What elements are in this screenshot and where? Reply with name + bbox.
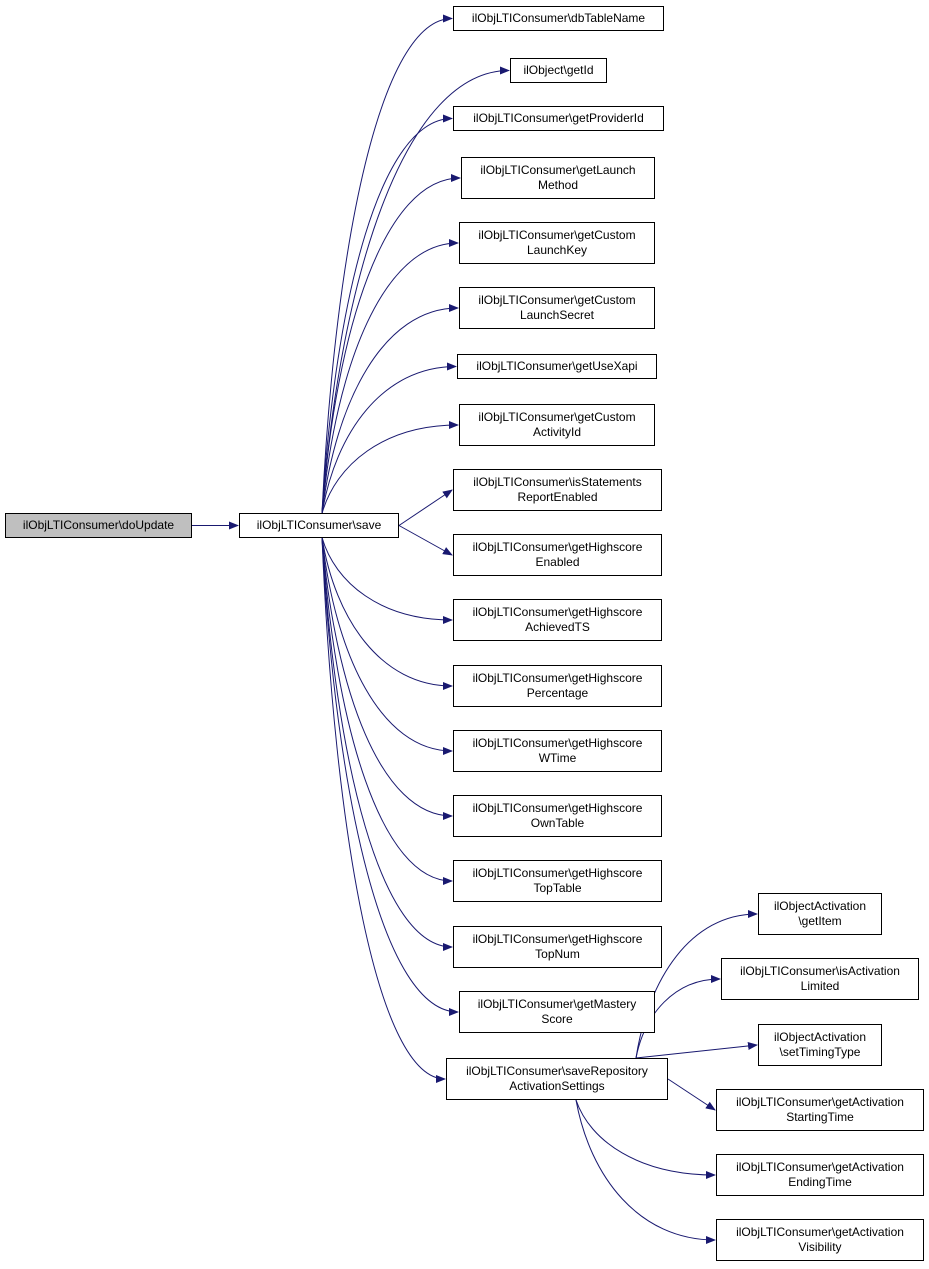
edge-save-to-saveRepositoryActivationSettings (321, 537, 446, 1083)
node-label: ilObjectActivation \getItem (773, 899, 867, 928)
node-label: ilObjLTIConsumer\getHighscore AchievedTS (472, 605, 643, 634)
node-label: ilObjLTIConsumer\isActivation Limited (740, 964, 900, 993)
node-label: ilObjLTIConsumer\getHighscore OwnTable (472, 801, 643, 830)
node-label: ilObjLTIConsumer\saveRepository Activati… (466, 1064, 648, 1093)
node-getActivationStartingTime[interactable]: ilObjLTIConsumer\getActivation StartingT… (716, 1089, 924, 1131)
node-label: ilObjectActivation \setTimingType (773, 1030, 867, 1059)
node-save[interactable]: ilObjLTIConsumer\save (239, 513, 399, 538)
edge-saveRepositoryActivationSettings-to-setTimingType (635, 1041, 758, 1059)
edge-save-to-getHighscoreTopNum (321, 537, 453, 951)
node-getHighscoreWTime[interactable]: ilObjLTIConsumer\getHighscore WTime (453, 730, 662, 772)
node-label: ilObjLTIConsumer\getHighscore Enabled (472, 540, 643, 569)
node-getActivationEndingTime[interactable]: ilObjLTIConsumer\getActivation EndingTim… (716, 1154, 924, 1196)
node-doUpdate: ilObjLTIConsumer\doUpdate (5, 513, 192, 538)
node-label: ilObjLTIConsumer\getMastery Score (477, 997, 637, 1026)
edge-saveRepositoryActivationSettings-to-getActivationStartingTime (667, 1078, 716, 1111)
node-getHighscorePercentage[interactable]: ilObjLTIConsumer\getHighscore Percentage (453, 665, 662, 707)
node-getItem[interactable]: ilObjectActivation \getItem (758, 893, 882, 935)
edge-save-to-getCustomLaunchSecret (321, 304, 459, 514)
node-getCustomLaunchSecret[interactable]: ilObjLTIConsumer\getCustom LaunchSecret (459, 287, 655, 329)
node-getHighscoreAchievedTS[interactable]: ilObjLTIConsumer\getHighscore AchievedTS (453, 599, 662, 641)
node-label: ilObjLTIConsumer\getHighscore TopNum (472, 932, 643, 961)
node-setTimingType[interactable]: ilObjectActivation \setTimingType (758, 1024, 882, 1066)
edge-save-to-getProviderId (321, 114, 453, 514)
node-getCustomLaunchKey[interactable]: ilObjLTIConsumer\getCustom LaunchKey (459, 222, 655, 264)
node-label: ilObjLTIConsumer\getActivation Visibilit… (736, 1225, 904, 1254)
node-label: ilObjLTIConsumer\getProviderId (473, 111, 644, 125)
node-label: ilObjLTIConsumer\getHighscore WTime (472, 736, 643, 765)
edge-save-to-getHighscoreAchievedTS (321, 537, 453, 624)
node-getMasteryScore[interactable]: ilObjLTIConsumer\getMastery Score (459, 991, 655, 1033)
edge-save-to-getLaunchMethod (321, 174, 461, 514)
node-label: ilObject\getId (523, 63, 594, 77)
edge-save-to-getUseXapi (321, 362, 457, 514)
node-getLaunchMethod[interactable]: ilObjLTIConsumer\getLaunch Method (461, 157, 655, 199)
node-isStatementsReportEnabled[interactable]: ilObjLTIConsumer\isStatements ReportEnab… (453, 469, 662, 511)
node-saveRepositoryActivationSettings[interactable]: ilObjLTIConsumer\saveRepository Activati… (446, 1058, 668, 1100)
edge-saveRepositoryActivationSettings-to-getActivationVisibility (575, 1099, 716, 1244)
node-label: ilObjLTIConsumer\getHighscore Percentage (472, 671, 643, 700)
edge-save-to-dbTableName (321, 14, 453, 514)
edge-save-to-getHighscoreOwnTable (321, 537, 453, 820)
node-label: ilObjLTIConsumer\getActivation EndingTim… (736, 1160, 904, 1189)
node-getUseXapi[interactable]: ilObjLTIConsumer\getUseXapi (457, 354, 657, 379)
node-label: ilObjLTIConsumer\getLaunch Method (480, 163, 636, 192)
edge-save-to-getMasteryScore (321, 537, 459, 1016)
node-label: ilObjLTIConsumer\doUpdate (22, 518, 175, 532)
node-label: ilObjLTIConsumer\getUseXapi (476, 359, 638, 373)
node-label: ilObjLTIConsumer\getCustom LaunchSecret (478, 293, 636, 322)
node-dbTableName[interactable]: ilObjLTIConsumer\dbTableName (453, 6, 664, 31)
node-getProviderId[interactable]: ilObjLTIConsumer\getProviderId (453, 106, 664, 131)
edge-save-to-isStatementsReportEnabled (398, 489, 453, 526)
node-label: ilObjLTIConsumer\dbTableName (471, 11, 646, 25)
edge-save-to-getHighscoreTopTable (321, 537, 453, 885)
edge-save-to-getCustomActivityId (321, 421, 459, 514)
node-getHighscoreOwnTable[interactable]: ilObjLTIConsumer\getHighscore OwnTable (453, 795, 662, 837)
node-isActivationLimited[interactable]: ilObjLTIConsumer\isActivation Limited (721, 958, 919, 1000)
edge-save-to-getHighscoreWTime (321, 537, 453, 755)
edge-saveRepositoryActivationSettings-to-getActivationEndingTime (575, 1099, 716, 1179)
node-label: ilObjLTIConsumer\getHighscore TopTable (472, 866, 643, 895)
edge-save-to-getHighscorePercentage (321, 537, 453, 690)
node-getHighscoreTopNum[interactable]: ilObjLTIConsumer\getHighscore TopNum (453, 926, 662, 968)
node-getHighscoreTopTable[interactable]: ilObjLTIConsumer\getHighscore TopTable (453, 860, 662, 902)
node-getHighscoreEnabled[interactable]: ilObjLTIConsumer\getHighscore Enabled (453, 534, 662, 576)
node-getCustomActivityId[interactable]: ilObjLTIConsumer\getCustom ActivityId (459, 404, 655, 446)
edge-saveRepositoryActivationSettings-to-isActivationLimited (635, 975, 721, 1059)
node-getActivationVisibility[interactable]: ilObjLTIConsumer\getActivation Visibilit… (716, 1219, 924, 1261)
node-label: ilObjLTIConsumer\getCustom LaunchKey (478, 228, 636, 257)
node-getId[interactable]: ilObject\getId (510, 58, 607, 83)
edge-save-to-getId (321, 66, 510, 514)
node-label: ilObjLTIConsumer\getCustom ActivityId (478, 410, 636, 439)
node-label: ilObjLTIConsumer\save (256, 518, 382, 532)
edge-save-to-getHighscoreEnabled (398, 525, 453, 556)
edge-save-to-getCustomLaunchKey (321, 239, 459, 514)
node-label: ilObjLTIConsumer\isStatements ReportEnab… (473, 475, 642, 504)
node-label: ilObjLTIConsumer\getActivation StartingT… (736, 1095, 904, 1124)
